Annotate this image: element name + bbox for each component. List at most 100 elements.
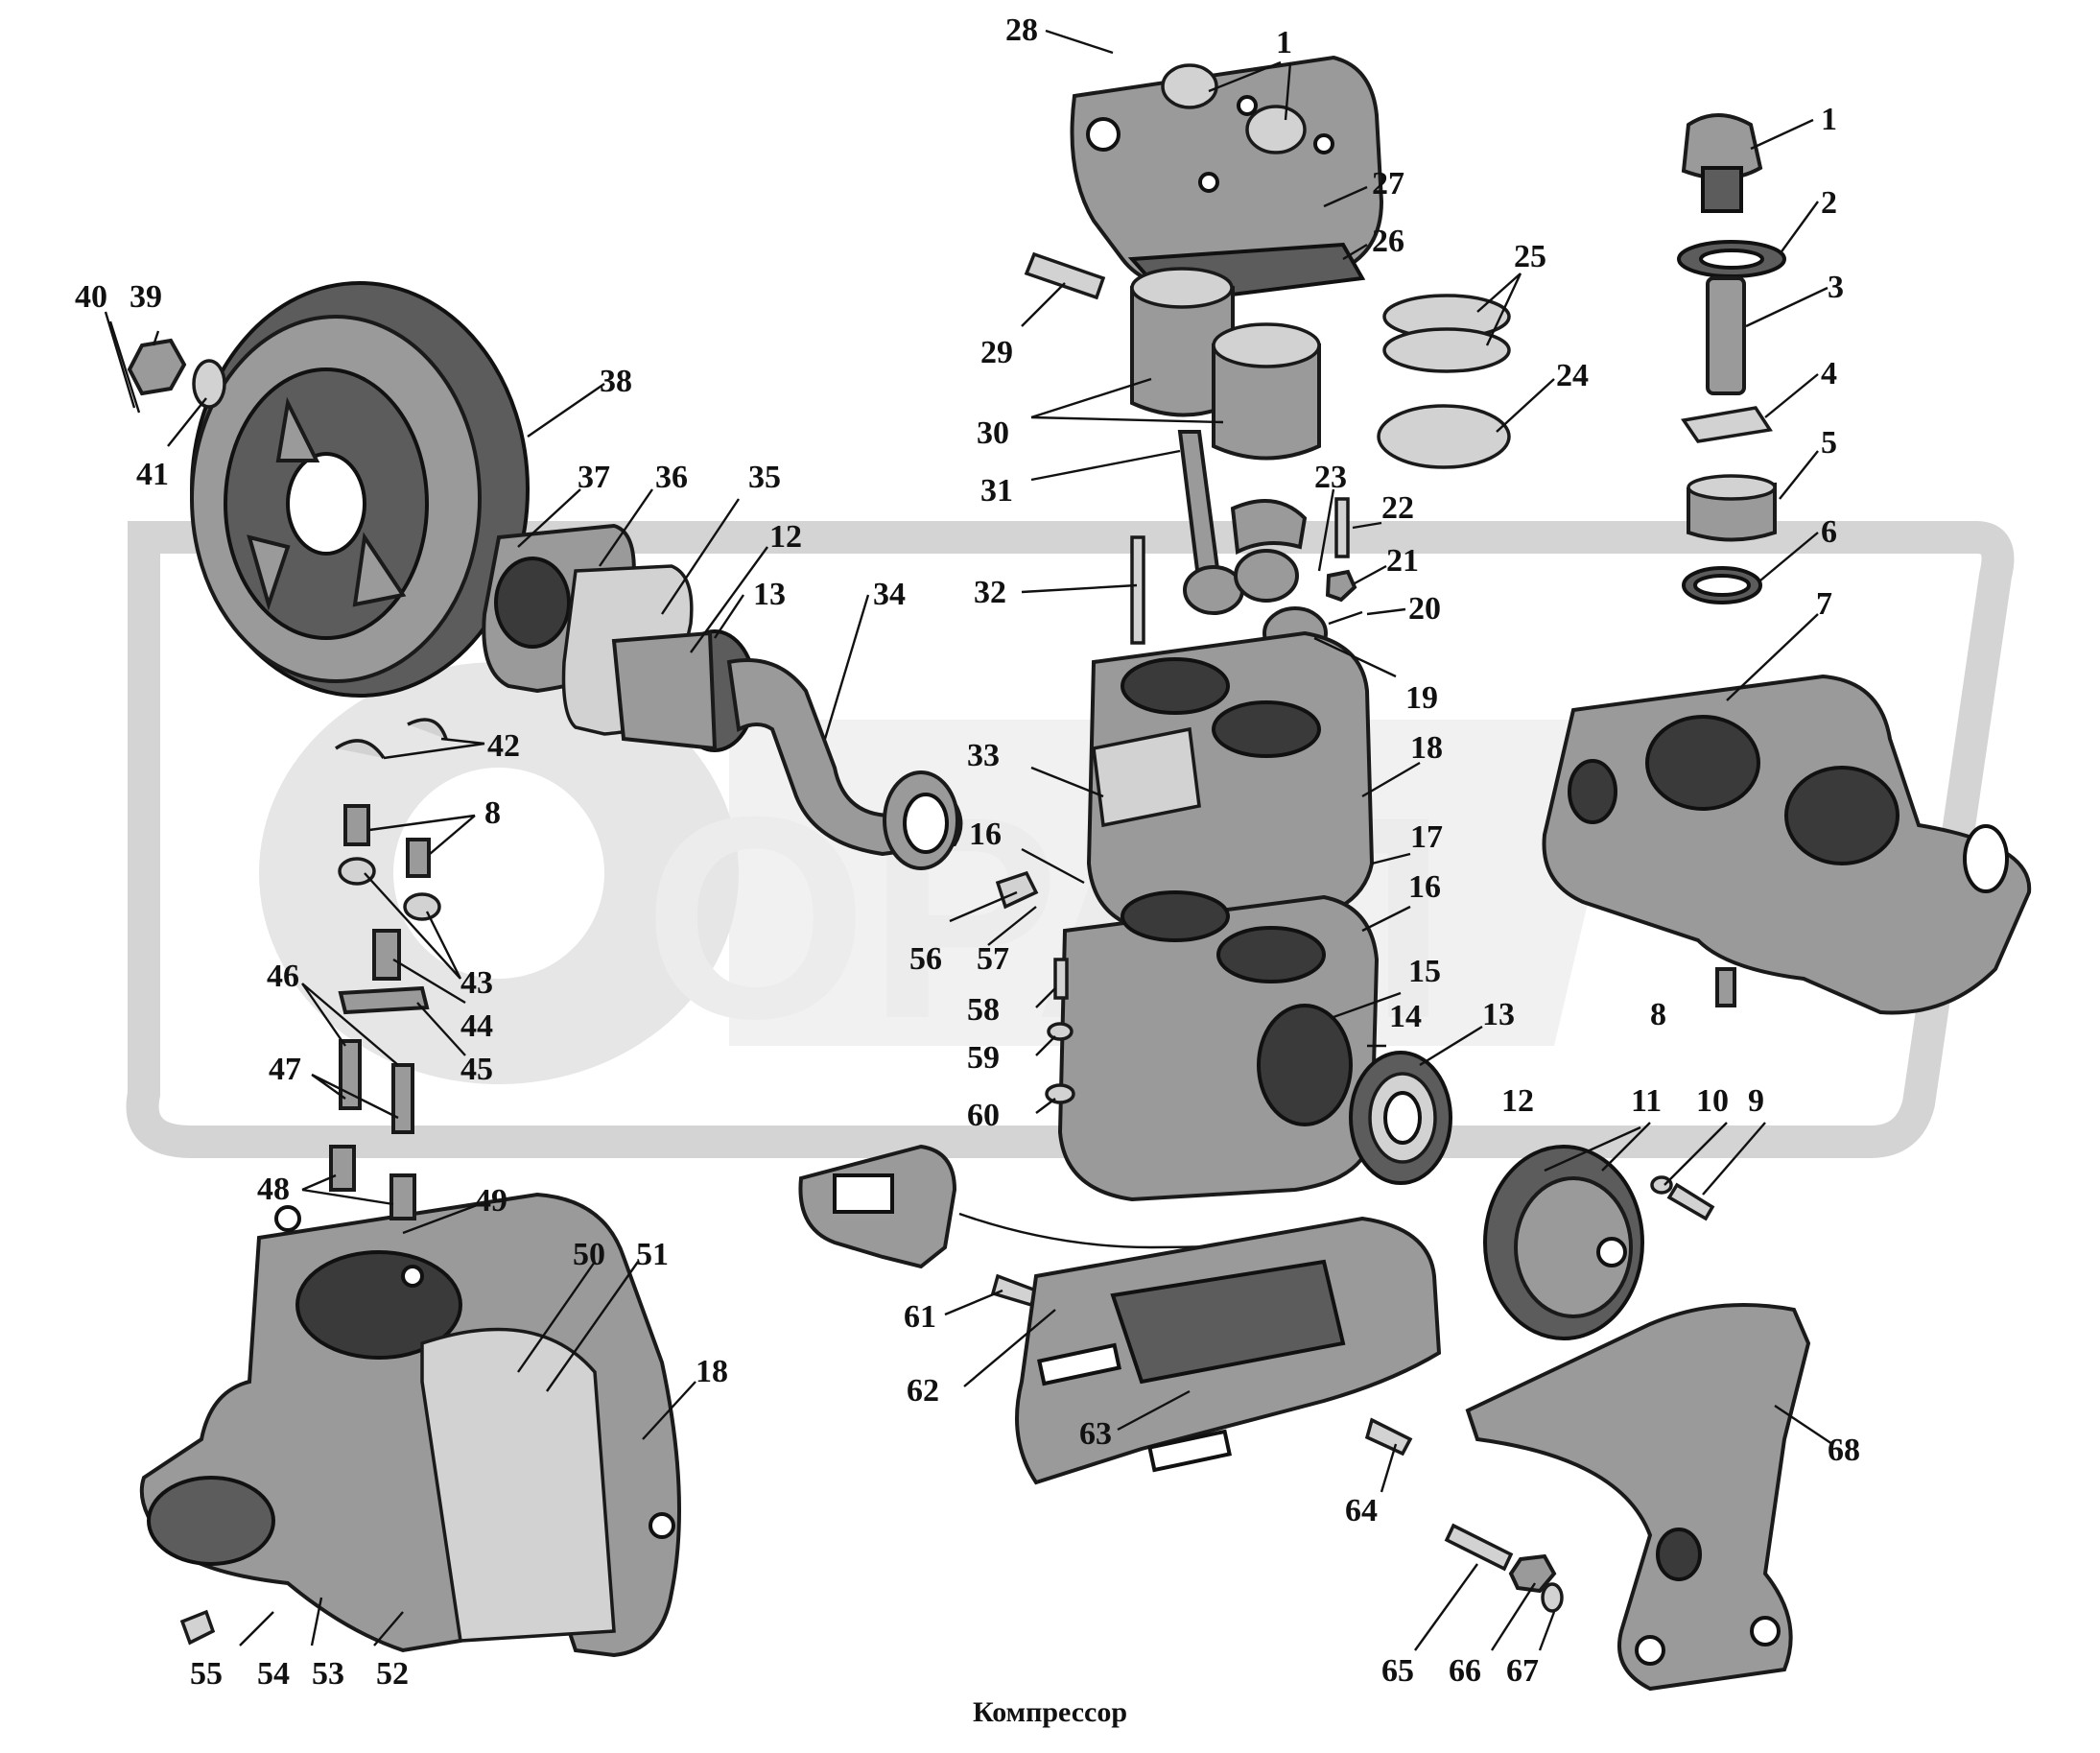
seat-5	[1687, 474, 1777, 542]
callout-54: 54	[257, 1656, 290, 1692]
stud-65	[1444, 1523, 1514, 1572]
callout-23: 23	[1314, 460, 1347, 495]
callout-59: 59	[967, 1040, 1000, 1076]
callout-31: 31	[980, 473, 1013, 509]
pulley	[190, 281, 530, 698]
callout-67: 67	[1506, 1653, 1539, 1689]
valve-body-7	[1542, 674, 2032, 1015]
callout-51: 51	[636, 1237, 669, 1272]
callout-21: 21	[1386, 543, 1419, 579]
cylinder-block	[1086, 630, 1375, 934]
callout-61: 61	[904, 1299, 936, 1335]
clips-42	[335, 718, 448, 759]
pulley-nut-39	[127, 338, 187, 396]
callout-55: 55	[190, 1656, 223, 1692]
main-bearing-13	[1349, 1051, 1452, 1185]
callout-68: 68	[1828, 1433, 1860, 1468]
callout-49: 49	[475, 1183, 507, 1219]
callout-18: 18	[1410, 730, 1443, 766]
callout-16-right: 16	[1408, 869, 1441, 905]
callout-9: 9	[1748, 1083, 1764, 1119]
callout-60: 60	[967, 1098, 1000, 1133]
callout-41: 41	[136, 457, 169, 492]
callout-17: 17	[1410, 819, 1443, 855]
flange-bracket	[798, 1144, 957, 1269]
callout-20: 20	[1408, 591, 1441, 627]
callout-13-left: 13	[753, 577, 786, 612]
callout-15: 15	[1408, 954, 1441, 989]
callout-25: 25	[1514, 239, 1546, 274]
callout-36: 36	[655, 460, 688, 495]
bolt-64	[1364, 1417, 1413, 1457]
mounting-plate-63	[1015, 1216, 1442, 1485]
callout-62: 62	[907, 1373, 939, 1409]
callout-53: 53	[312, 1656, 344, 1692]
callout-37: 37	[578, 460, 610, 495]
callout-12-left: 12	[769, 519, 802, 555]
callout-63: 63	[1079, 1416, 1112, 1452]
callout-12-right: 12	[1501, 1083, 1534, 1119]
callout-19: 19	[1405, 680, 1438, 716]
valve-plate-45	[338, 985, 430, 1015]
callout-28: 28	[1005, 12, 1038, 48]
callout-45: 45	[460, 1052, 493, 1087]
callout-2: 2	[1821, 185, 1837, 221]
callout-29: 29	[980, 335, 1013, 370]
callout-4: 4	[1821, 356, 1837, 391]
washer-59	[1047, 1022, 1074, 1041]
callout-16-left: 16	[969, 817, 1002, 852]
callout-13-right: 13	[1482, 997, 1515, 1032]
callout-33: 33	[967, 738, 1000, 773]
spring-44	[372, 929, 401, 981]
seats-48	[329, 1145, 416, 1220]
callout-8-right: 8	[1650, 997, 1666, 1032]
callout-64: 64	[1345, 1493, 1378, 1528]
mounting-bracket-68	[1465, 1303, 1811, 1692]
ring-6	[1682, 566, 1762, 604]
callout-1: 1	[1276, 25, 1292, 60]
bolt-61	[990, 1273, 1039, 1308]
callout-50: 50	[573, 1237, 605, 1272]
bolt-55	[179, 1609, 216, 1646]
washer-41	[192, 359, 226, 409]
callout-58: 58	[967, 992, 1000, 1028]
rear-cover-12	[1483, 1145, 1644, 1340]
cotter-pin-40	[108, 320, 141, 414]
callout-14: 14	[1389, 999, 1422, 1034]
callout-32: 32	[974, 575, 1006, 610]
washer-67	[1541, 1582, 1564, 1613]
callouts: 28 1 27 26 29 25 24 30 31 23 22 21 20 19…	[75, 12, 1860, 1692]
callout-7: 7	[1816, 586, 1832, 622]
callout-52: 52	[376, 1656, 409, 1692]
callout-24: 24	[1556, 358, 1589, 393]
callout-26: 26	[1372, 224, 1404, 259]
callout-10: 10	[1696, 1083, 1729, 1119]
bolt-60	[1045, 1083, 1075, 1104]
spring-8b	[1715, 967, 1736, 1007]
piston-pin-29	[1024, 251, 1106, 300]
callout-39: 39	[130, 279, 162, 315]
callout-6: 6	[1821, 514, 1837, 550]
nut-21	[1325, 569, 1357, 603]
washer-10	[1650, 1175, 1673, 1195]
callout-8-left: 8	[484, 795, 501, 831]
callout-18-bottom: 18	[696, 1354, 728, 1389]
callout-38: 38	[600, 364, 632, 399]
callout-43: 43	[460, 965, 493, 1001]
callout-47: 47	[269, 1052, 301, 1087]
callout-56: 56	[909, 941, 942, 977]
callout-48: 48	[257, 1172, 290, 1207]
piston-ring-24	[1377, 404, 1511, 469]
leader-lines	[104, 29, 1833, 1651]
valve-4	[1681, 406, 1773, 443]
valves-43	[338, 857, 441, 921]
housing-18	[139, 1192, 681, 1658]
callout-35: 35	[748, 460, 781, 495]
callout-40: 40	[75, 279, 107, 315]
nut-66	[1508, 1553, 1557, 1594]
bolt-22	[1334, 497, 1350, 558]
stud-32	[1130, 535, 1145, 645]
callout-57: 57	[977, 941, 1009, 977]
crankcase-15	[1057, 890, 1380, 1202]
